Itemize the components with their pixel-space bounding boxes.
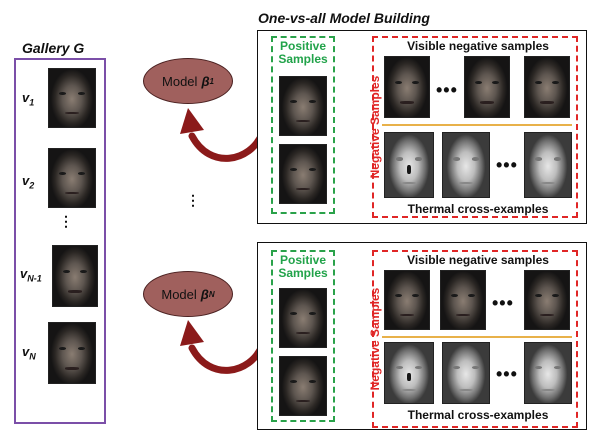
curved-arrow-icon	[180, 108, 266, 162]
gallery-label-vn: vN	[22, 344, 36, 362]
thermal-ellipsis-2: •••	[496, 364, 518, 384]
thermal-face-1a	[384, 132, 434, 198]
gallery-face-n1	[52, 245, 98, 307]
thermal-label-1: Thermal cross-examples	[407, 202, 549, 216]
thermal-label-2: Thermal cross-examples	[407, 408, 549, 422]
thermal-face-2a	[384, 342, 434, 404]
positive-face-1a	[279, 76, 327, 136]
gallery-face-n	[48, 322, 96, 384]
positive-face-2b	[279, 356, 327, 416]
thermal-face-2b	[442, 342, 490, 404]
gallery-label-vn1: vN-1	[20, 266, 42, 284]
positive-face-1b	[279, 144, 327, 204]
curved-arrow-icon	[180, 320, 266, 374]
thermal-face-2c	[524, 342, 572, 404]
thermal-ellipsis-1: •••	[496, 155, 518, 175]
visible-ellipsis-2: •••	[492, 293, 514, 313]
negative-box-2	[372, 250, 578, 428]
gallery-face-2	[48, 148, 96, 208]
divider-1	[382, 124, 572, 126]
negative-box-1	[372, 36, 578, 218]
visible-negative-label-1: Visible negative samples	[407, 39, 549, 53]
negative-vertical-label-1: Negative Samples	[368, 75, 382, 179]
visible-negative-face-2c	[524, 270, 570, 330]
negative-vertical-label-2: Negative Samples	[368, 287, 382, 391]
gallery-label-v2: v2	[22, 173, 35, 191]
visible-negative-label-2: Visible negative samples	[407, 253, 549, 267]
thermal-face-1b	[442, 132, 490, 198]
gallery-label-v1: v1	[22, 90, 35, 108]
visible-negative-face-2b	[440, 270, 486, 330]
visible-negative-face-1c	[524, 56, 570, 118]
visible-negative-face-2a	[384, 270, 430, 330]
visible-negative-face-1b	[464, 56, 510, 118]
visible-negative-face-1a	[384, 56, 430, 118]
ova-title: One-vs-all Model Building	[258, 10, 430, 26]
gallery-ellipsis: ⋮	[59, 213, 73, 229]
visible-ellipsis-1: •••	[436, 80, 458, 100]
models-ellipsis: ⋮	[186, 192, 200, 208]
positive-face-2a	[279, 288, 327, 348]
thermal-face-1c	[524, 132, 572, 198]
positive-box-1	[271, 36, 335, 214]
divider-2	[382, 336, 572, 338]
gallery-face-1	[48, 68, 96, 128]
positive-box-2	[271, 250, 335, 422]
gallery-title: Gallery G	[22, 40, 85, 56]
